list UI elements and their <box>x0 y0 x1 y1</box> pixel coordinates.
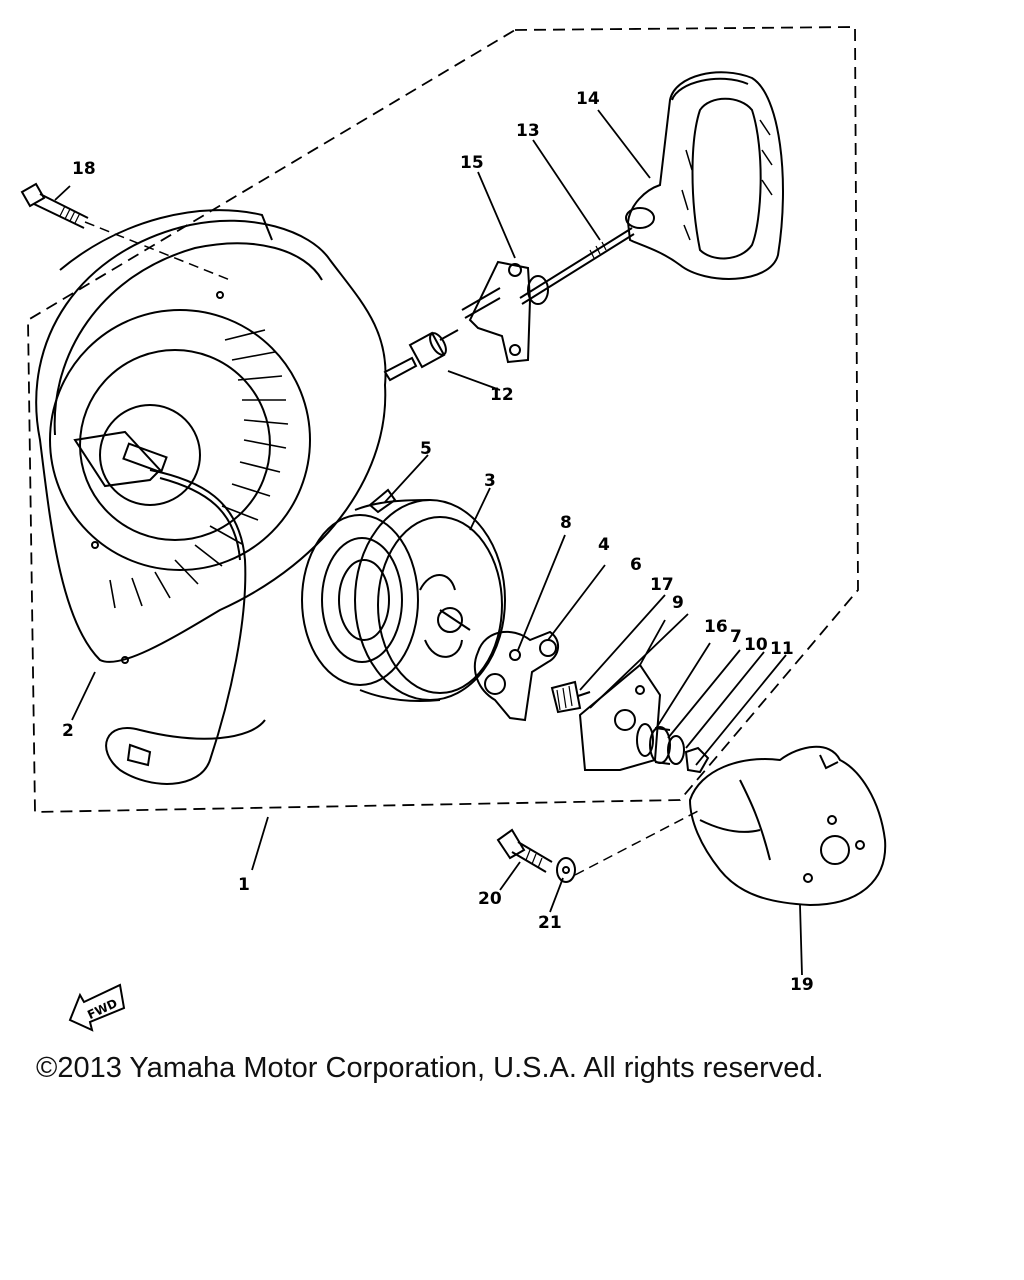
label-3: 3 <box>484 471 496 491</box>
label-14: 14 <box>576 89 600 109</box>
label-20: 20 <box>478 889 502 909</box>
label-11: 11 <box>770 639 794 659</box>
label-9: 9 <box>672 593 684 613</box>
label-21: 21 <box>538 913 562 933</box>
label-16: 16 <box>704 617 728 637</box>
assembly-boundary <box>28 27 858 812</box>
label-7: 7 <box>730 627 742 647</box>
label-6: 6 <box>630 555 642 575</box>
guide-15 <box>462 262 548 362</box>
washer-21 <box>557 858 575 882</box>
spring-and-reel <box>302 490 505 701</box>
label-8: 8 <box>560 513 572 533</box>
leaders <box>55 110 802 975</box>
bolt-18 <box>22 184 88 228</box>
label-1: 1 <box>238 875 250 895</box>
label-12: 12 <box>490 385 514 405</box>
pin-12 <box>385 330 458 380</box>
leader-21 <box>575 810 700 875</box>
parts-diagram: 1 2 3 4 5 6 7 8 9 10 11 12 13 14 15 16 1… <box>0 0 1024 1040</box>
bolt-6 <box>552 682 590 712</box>
fwd-arrow-icon <box>70 985 124 1030</box>
label-4: 4 <box>598 535 610 555</box>
label-18: 18 <box>72 159 96 179</box>
label-15: 15 <box>460 153 484 173</box>
bolt-20 <box>498 830 552 872</box>
starter-case <box>36 210 385 784</box>
label-10: 10 <box>744 635 768 655</box>
label-19: 19 <box>790 975 814 995</box>
label-5: 5 <box>420 439 432 459</box>
handle-14 <box>626 72 783 279</box>
ratchet-4 <box>475 632 558 720</box>
label-2: 2 <box>62 721 74 741</box>
leader-18 <box>85 222 230 280</box>
label-13: 13 <box>516 121 540 141</box>
washers-and-nut <box>637 724 708 772</box>
pulley-19 <box>690 747 885 905</box>
copyright-notice: ©2013 Yamaha Motor Corporation, U.S.A. A… <box>36 1052 824 1084</box>
rope-13 <box>520 228 634 304</box>
label-17: 17 <box>650 575 674 595</box>
